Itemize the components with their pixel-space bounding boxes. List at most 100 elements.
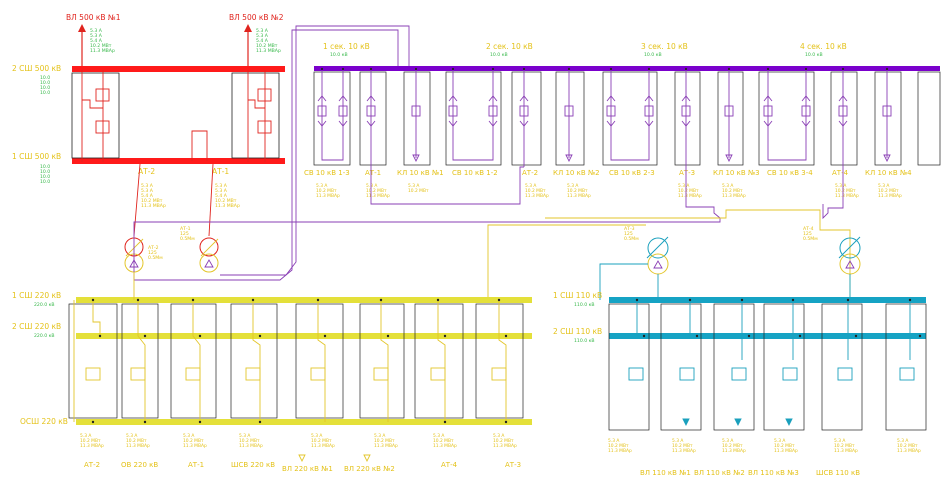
- svg-text:10.2 МВт: 10.2 МВт: [126, 438, 147, 444]
- svg-text:11.3 МВАр: 11.3 МВАр: [374, 443, 398, 449]
- bus-110-2[interactable]: [609, 333, 926, 339]
- bay10-label: КЛ 10 кВ №2: [553, 169, 600, 177]
- svg-text:10.0: 10.0: [40, 179, 50, 185]
- svg-text:5.4 А: 5.4 А: [215, 193, 228, 199]
- svg-text:5.3 А: 5.3 А: [183, 433, 194, 439]
- bus-10-sec2[interactable]: [486, 66, 602, 71]
- svg-text:11.3 МВАр: 11.3 МВАр: [672, 448, 696, 454]
- svg-text:11.3 МВАр: 11.3 МВАр: [316, 193, 340, 199]
- svg-text:10.2 МВт: 10.2 МВт: [311, 438, 332, 444]
- svg-text:5.3 А: 5.3 А: [215, 188, 228, 194]
- svg-text:11.3 МВАр: 11.3 МВАр: [567, 193, 591, 199]
- svg-text:11.3 МВАр: 11.3 МВАр: [183, 443, 207, 449]
- trafo-110-at4[interactable]: АТ-4 125 0.5Мм: [803, 226, 861, 300]
- bay220-label: ВЛ 220 кВ №2: [344, 465, 395, 473]
- bus-220-1-label: 1 СШ 220 кВ: [12, 291, 61, 300]
- svg-text:5.3 А: 5.3 А: [835, 183, 846, 189]
- bay10-label: СВ 10 кВ 2-3: [609, 169, 655, 177]
- svg-text:5.3 А: 5.3 А: [878, 183, 889, 189]
- svg-text:5.3 А: 5.3 А: [215, 183, 228, 189]
- trafo-500-at2[interactable]: АТ-2 125 0.5Мм: [124, 163, 163, 273]
- svg-text:10.2 МВт: 10.2 МВт: [316, 188, 337, 194]
- bay10-label: КЛ 10 кВ №4: [865, 169, 912, 177]
- bus-220-osh[interactable]: [76, 419, 532, 425]
- svg-text:5.3 А: 5.3 А: [256, 28, 269, 34]
- svg-text:10.2 МВт: 10.2 МВт: [408, 188, 429, 194]
- bus-110-2-label: 2 СШ 110 кВ: [553, 327, 602, 336]
- svg-text:10.0: 10.0: [40, 85, 50, 91]
- svg-text:10.2 МВт: 10.2 МВт: [141, 198, 163, 204]
- svg-text:5.3 А: 5.3 А: [567, 183, 578, 189]
- svg-text:5.3 А: 5.3 А: [834, 438, 845, 444]
- bus-10-sec4[interactable]: [798, 66, 940, 71]
- svg-text:5.3 А: 5.3 А: [141, 188, 154, 194]
- svg-text:5.4 А: 5.4 А: [256, 38, 269, 44]
- bay220-label: ВЛ 220 кВ №1: [282, 465, 333, 473]
- svg-text:10.2 МВт: 10.2 МВт: [239, 438, 260, 444]
- svg-text:10.0 кВ: 10.0 кВ: [490, 52, 508, 58]
- svg-text:220.0 кВ: 220.0 кВ: [34, 333, 55, 339]
- svg-text:10.2 МВт: 10.2 МВт: [608, 443, 629, 449]
- bus-220-2-label: 2 СШ 220 кВ: [12, 322, 61, 331]
- svg-text:10.0: 10.0: [40, 75, 50, 81]
- svg-text:АТ-3: АТ-3: [624, 226, 635, 232]
- svg-text:11.3 МВАр: 11.3 МВАр: [126, 443, 150, 449]
- svg-text:10.2 МВт: 10.2 МВт: [374, 438, 395, 444]
- svg-text:11.3 МВАр: 11.3 МВАр: [897, 448, 921, 454]
- svg-text:125: 125: [148, 250, 157, 256]
- svg-text:0.5Мм: 0.5Мм: [180, 236, 195, 242]
- svg-text:10.2 МВт: 10.2 МВт: [215, 198, 237, 204]
- bus-110-1-label: 1 СШ 110 кВ: [553, 291, 602, 300]
- section-110kv: 1 СШ 110 кВ 110.0 кВ 2 СШ 110 кВ 110.0 к…: [553, 291, 927, 477]
- svg-text:5.3 А: 5.3 А: [126, 433, 137, 439]
- svg-text:11.3 МВАр: 11.3 МВАр: [239, 443, 263, 449]
- svg-text:5.3 А: 5.3 А: [608, 438, 619, 444]
- svg-text:5.3 А: 5.3 А: [493, 433, 504, 439]
- svg-text:АТ-2: АТ-2: [148, 245, 159, 251]
- svg-text:10.2 МВт: 10.2 МВт: [678, 188, 699, 194]
- bus-10-sec1[interactable]: [314, 66, 431, 71]
- bus-10-sec3[interactable]: [641, 66, 759, 71]
- svg-text:11.3 МВАр: 11.3 МВАр: [366, 193, 390, 199]
- svg-text:10.0 кВ: 10.0 кВ: [330, 52, 348, 58]
- trafo-110-at3[interactable]: АТ-3 125 0.5Мм: [599, 226, 669, 300]
- bus-10-sec4-label: 4 сек. 10 кВ: [800, 42, 847, 51]
- bus-500-1[interactable]: [72, 158, 285, 164]
- svg-text:10.2 МВт: 10.2 МВт: [878, 188, 899, 194]
- svg-text:11.3 МВАр: 11.3 МВАр: [878, 193, 902, 199]
- svg-text:5.3 А: 5.3 А: [374, 433, 385, 439]
- bus-220-1[interactable]: [76, 297, 532, 303]
- bus-500-1-label: 1 СШ 500 кВ: [12, 152, 61, 161]
- svg-text:11.3 МВАр: 11.3 МВАр: [215, 203, 240, 209]
- svg-text:11.3 МВАр: 11.3 МВАр: [493, 443, 517, 449]
- svg-text:11.3 МВАр: 11.3 МВАр: [90, 48, 115, 54]
- svg-text:10.0: 10.0: [40, 164, 50, 170]
- svg-text:10.0 кВ: 10.0 кВ: [644, 52, 662, 58]
- svg-text:125: 125: [180, 231, 189, 237]
- svg-text:АТ-1: АТ-1: [180, 226, 191, 232]
- bay220-label: АТ-1: [188, 461, 204, 469]
- svg-text:5.4 А: 5.4 А: [141, 193, 154, 199]
- bus-220-2[interactable]: [76, 333, 532, 339]
- bay10-label: СВ 10 кВ 1-3: [304, 169, 350, 177]
- svg-text:5.3 А: 5.3 А: [90, 28, 103, 34]
- svg-text:11.3 МВАр: 11.3 МВАр: [80, 443, 104, 449]
- bus-110-1[interactable]: [609, 297, 926, 303]
- svg-text:110.0 кВ: 110.0 кВ: [574, 302, 595, 308]
- svg-text:11.3 МВАр: 11.3 МВАр: [722, 193, 746, 199]
- vl500-1-label: ВЛ 500 кВ №1: [66, 13, 121, 22]
- svg-text:5.3 А: 5.3 А: [408, 183, 419, 189]
- svg-text:10.0 кВ: 10.0 кВ: [805, 52, 823, 58]
- bus-500-2[interactable]: [72, 66, 285, 72]
- bay220-label: АТ-3: [505, 461, 521, 469]
- svg-text:5.3 А: 5.3 А: [366, 183, 377, 189]
- svg-text:10.2 МВт: 10.2 МВт: [366, 188, 387, 194]
- bay10-label: СВ 10 кВ 3-4: [767, 169, 813, 177]
- trafo-500-at1[interactable]: АТ-1 125 0.5Мм: [180, 163, 219, 273]
- svg-text:125: 125: [803, 231, 812, 237]
- svg-text:10.2 МВт: 10.2 МВт: [90, 43, 112, 49]
- bay110-label: ВЛ 110 кВ №2: [694, 469, 745, 477]
- svg-text:АТ-4: АТ-4: [803, 226, 814, 232]
- svg-text:5.3 А: 5.3 А: [141, 183, 154, 189]
- svg-text:10.0: 10.0: [40, 169, 50, 175]
